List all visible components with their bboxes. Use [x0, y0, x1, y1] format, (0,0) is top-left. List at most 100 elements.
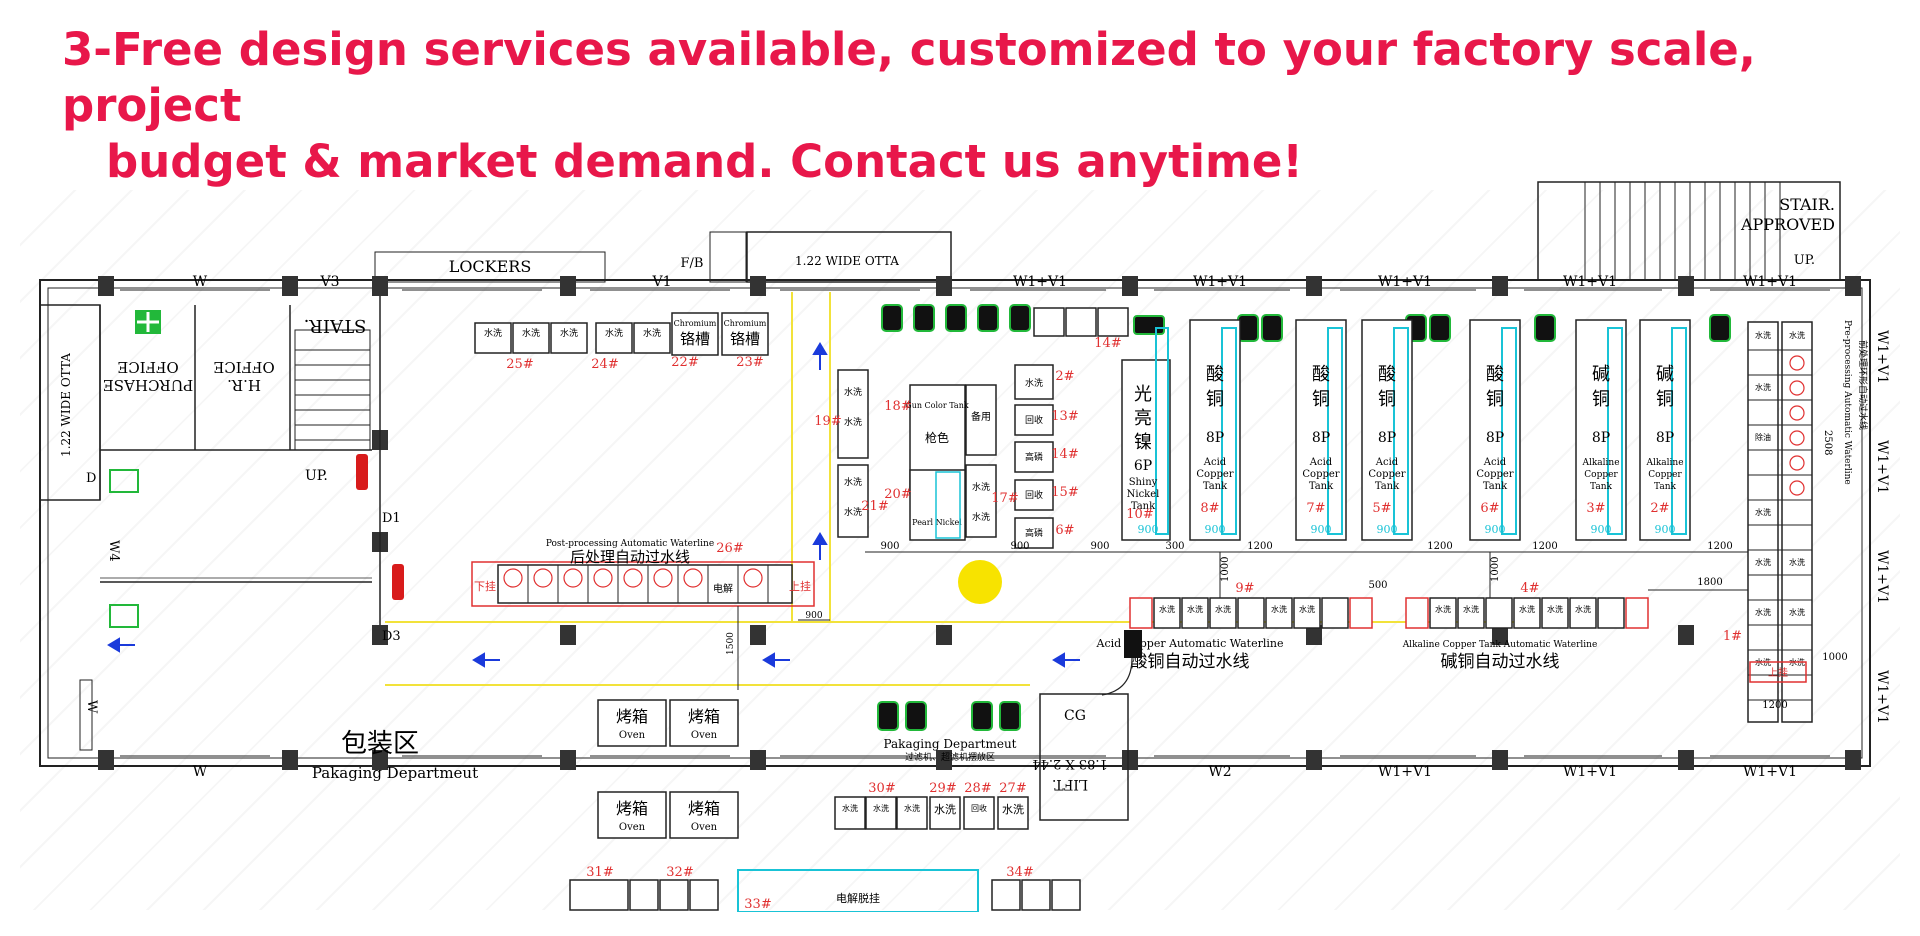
rinse-tank-label: 水洗	[1002, 803, 1024, 816]
tank-number: 9#	[1235, 581, 1254, 596]
top-left-tank-labels: 水洗 水洗 水洗 水洗 水洗 Chromium 铬槽 Chromium 铬槽	[484, 319, 767, 348]
tank-number: 2#	[1055, 369, 1074, 384]
dim-label: 1200	[1532, 541, 1557, 552]
alk-tank-2: 碱 铜 8P Alkaline Copper Tank	[1645, 364, 1683, 492]
acid-en-1: Acid	[1309, 457, 1333, 468]
exit-sign-icon	[135, 310, 161, 334]
dim-label: 900	[1655, 523, 1676, 536]
packaging-dept-2-cn-label: 过滤机、超滤机摆放区	[905, 751, 995, 763]
tank-number: 18#	[884, 399, 911, 414]
tank-8p: 8P	[1378, 430, 1396, 446]
alk-line-en: Alkaline Copper Tank Automatic Waterline	[1402, 640, 1598, 650]
alk-tank-1: 碱 铜 8P Alkaline Copper Tank	[1581, 364, 1619, 492]
tank-8p: 8P	[1656, 430, 1674, 446]
up-top-label: UP.	[1794, 253, 1815, 268]
oven-labels: 烤箱 Oven 烤箱 Oven 烤箱 Oven 烤箱 Oven	[616, 707, 720, 833]
dim-label: 500	[1368, 580, 1387, 591]
tank-number: 17#	[991, 491, 1018, 506]
lift-label: LIFT.	[1052, 776, 1088, 792]
pre-line-dividers	[1748, 349, 1812, 701]
tank-number: 34#	[1006, 865, 1033, 880]
acid-tank-1: 酸 铜 8P Acid Copper Tank	[1196, 364, 1233, 492]
gold-tank-label: 高磷	[1025, 527, 1043, 539]
w1v1-top-b: W1+V1	[1193, 274, 1247, 290]
left-offices	[39, 296, 381, 625]
lift-dims-label: 1.83 X 2.44	[1032, 756, 1107, 771]
acid-cn-2: 铜	[1486, 389, 1504, 410]
dim-label: 900	[880, 541, 899, 552]
w-bottom-label: W	[193, 764, 208, 780]
rinse-tank-label: 水洗	[484, 327, 502, 339]
w1v1-right-d: W1+V1	[1874, 670, 1890, 724]
tank-number: 22#	[671, 355, 698, 370]
nickel-en-1: Shiny	[1129, 477, 1158, 488]
lower-tank-numbers: 30# 29# 28# 27#	[868, 781, 1026, 796]
chromium-en-label: Chromium	[724, 319, 767, 328]
otta-left-label: 1.22 WIDE OTTA	[59, 353, 73, 457]
purchase-office-line1: PURCHASE	[103, 376, 193, 394]
flow-arrows	[107, 342, 1080, 668]
rinse-tank-label: 水洗	[873, 803, 889, 813]
alk-en-3: Tank	[1654, 482, 1676, 492]
tank-number: 25#	[506, 357, 533, 372]
rinse-tank-label: 水洗	[643, 327, 661, 339]
acid-en-2: Copper	[1302, 469, 1339, 480]
alk-en-3: Tank	[1590, 482, 1612, 492]
pre-processing-waterline	[1747, 321, 1813, 723]
chromium-cn-label: 铬槽	[730, 330, 760, 348]
rinse-tank-label: 水洗	[1755, 557, 1771, 567]
tank-number: 2#	[1650, 501, 1669, 516]
spare-tank-label: 备用	[971, 410, 991, 423]
post-line-cn: 后处理自动过水线	[570, 548, 690, 566]
rinse-tank-label: 水洗	[1299, 604, 1315, 614]
rinse-tank-label: 水洗	[844, 416, 862, 428]
dim-label: 1500	[726, 632, 736, 655]
cyan-tank-outline	[935, 471, 961, 539]
w1v1-right-a: W1+V1	[1874, 330, 1890, 384]
pre-line-cn: 前处理环形自动过水线	[1857, 340, 1869, 430]
rinse-tank-label: 水洗	[972, 511, 990, 523]
d-left-label: D	[86, 471, 96, 486]
lockers-box	[374, 251, 606, 283]
load-label-post: 上挂	[789, 579, 811, 593]
gold-tank-label: 高磷	[1025, 451, 1043, 463]
electro-strip-label: 电解脱挂	[836, 891, 880, 905]
tank-number: 33#	[744, 897, 771, 912]
otta-top-label: 1.22 WIDE OTTA	[795, 254, 899, 268]
rinse-tank-label: 水洗	[1159, 604, 1175, 614]
right-wall-labels: W1+V1 W1+V1 W1+V1 W1+V1	[1874, 330, 1890, 724]
tank-number: 29#	[929, 781, 956, 796]
acid-tank-2: 酸 铜 8P Acid Copper Tank	[1302, 364, 1339, 492]
alk-en-2: Copper	[1584, 470, 1618, 480]
tank-number: 27#	[999, 781, 1026, 796]
factory-floor-plan: STAIR. APPROVED UP. 1.22 WIDE OTTA LOCKE…	[39, 181, 1890, 912]
w1v1-top-a: W1+V1	[1013, 274, 1067, 290]
tank-8p: 8P	[1592, 430, 1610, 446]
dim-label: 900	[1010, 541, 1029, 552]
pre-line-rollers	[1789, 355, 1805, 496]
acid-tank-3: 酸 铜 8P Acid Copper Tank	[1368, 364, 1405, 492]
v3-label: V3	[319, 274, 339, 290]
rinse-tank-label: 水洗	[842, 803, 858, 813]
bottom-tank-numbers: 31# 32# 33# 34#	[586, 865, 1033, 912]
headline-line-1: 3-Free design services available, custom…	[62, 23, 1756, 132]
nickel-6p: 6P	[1134, 458, 1152, 474]
tank-number: 6#	[1480, 501, 1499, 516]
yellow-marker	[958, 560, 1002, 604]
rinse-tank-label: 水洗	[1435, 604, 1451, 614]
fire-extinguisher-icon	[392, 564, 404, 600]
tank-number: 28#	[964, 781, 991, 796]
w2-label: W2	[1208, 764, 1231, 780]
rinse-tank-label: 水洗	[1463, 604, 1479, 614]
left-stair	[294, 329, 371, 451]
cyan-tank-outlines	[1155, 327, 1687, 535]
dim-label: 1200	[1427, 541, 1452, 552]
acid-en-1: Acid	[1375, 457, 1399, 468]
oven-cn: 烤箱	[616, 799, 648, 818]
acid-en-3: Tank	[1309, 481, 1334, 492]
exit-sign-icon	[109, 469, 139, 493]
post-line-en: Post-processing Automatic Waterline	[546, 539, 714, 549]
w4-label: W4	[106, 540, 121, 562]
dim-label: 900	[1591, 523, 1612, 536]
tank-number: 7#	[1306, 501, 1325, 516]
